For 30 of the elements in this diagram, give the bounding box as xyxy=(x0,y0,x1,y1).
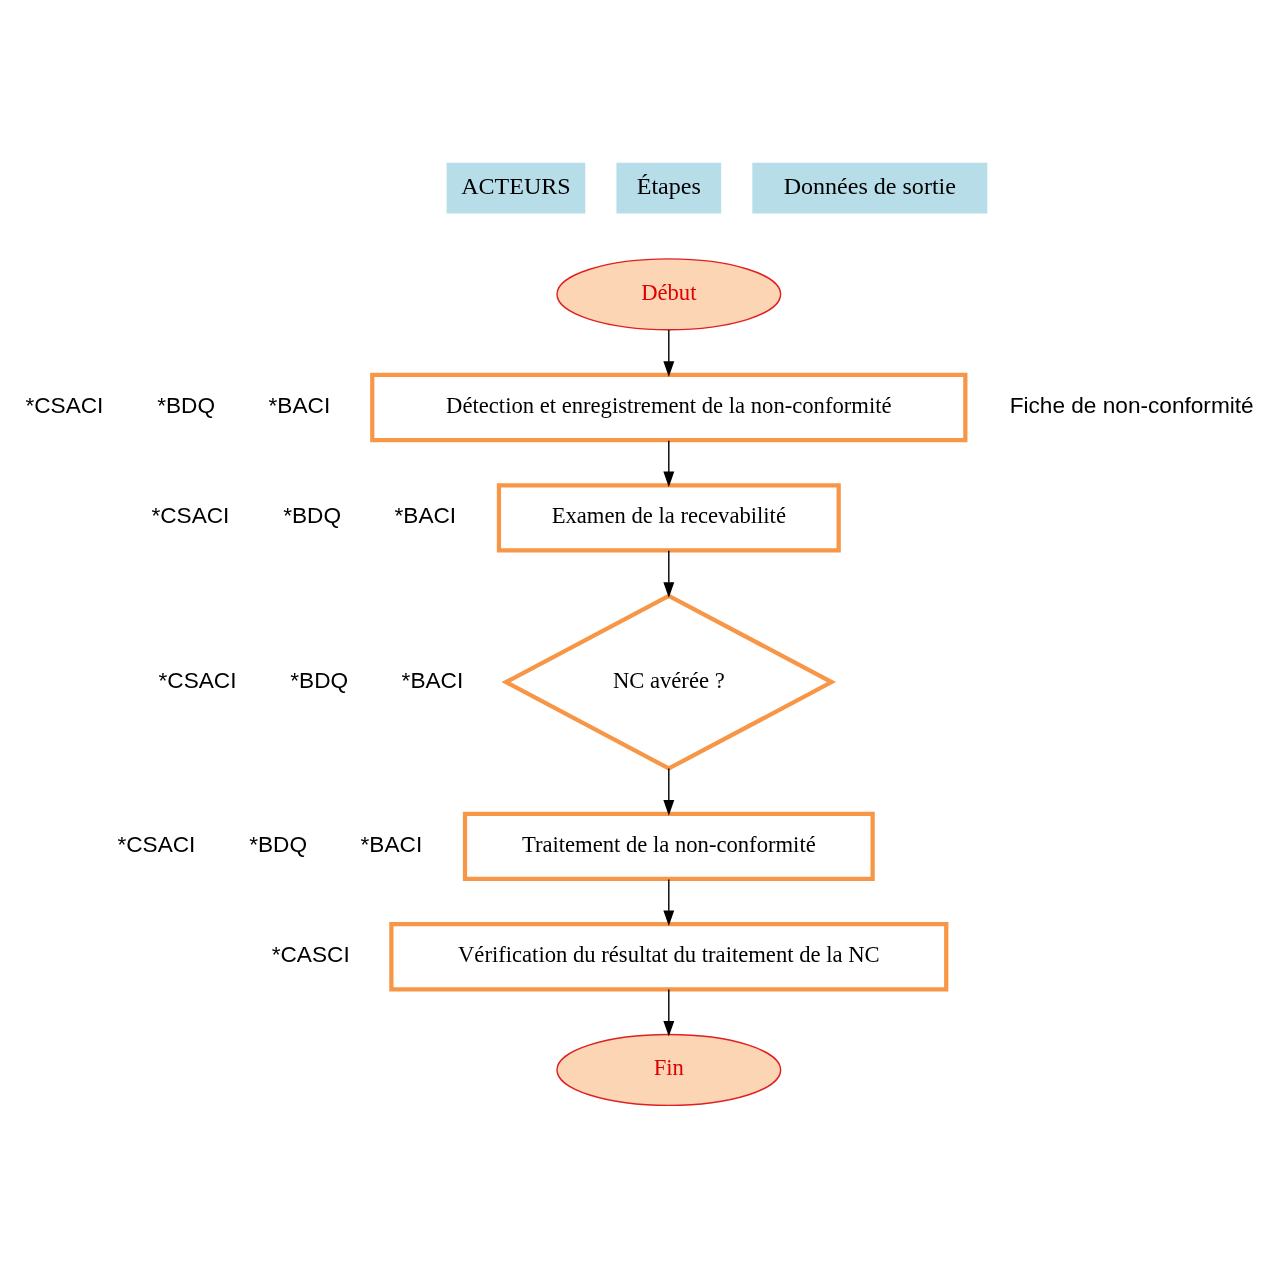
node-ellipse: Fin xyxy=(556,1033,782,1106)
label: *BDQ xyxy=(290,667,349,692)
node-diamond: NC avérée ? xyxy=(501,592,837,771)
arrow xyxy=(663,549,675,598)
label: *BACI xyxy=(394,502,457,528)
label: *BDQ xyxy=(283,502,342,528)
label: *BDQ xyxy=(249,831,308,857)
label: *CASCI xyxy=(271,941,350,967)
node-box: Détection et enregistrement de la non-conformité xyxy=(370,372,968,442)
arrow xyxy=(663,988,675,1037)
label: ACTEURS xyxy=(461,172,571,199)
node-box: Traitement de la non-conformité xyxy=(462,811,875,881)
label: Données de sortie xyxy=(783,172,956,199)
label: *BACI xyxy=(360,831,423,857)
label: Étapes xyxy=(636,172,701,199)
node-box: Vérification du résultat du traitement de la NC xyxy=(389,921,949,991)
label: *BACI xyxy=(401,667,464,692)
label: *CSACI xyxy=(151,502,230,528)
arrow xyxy=(663,767,675,816)
node-ellipse: Début xyxy=(556,257,782,330)
arrow xyxy=(663,439,675,487)
node-box: Examen de la recevabilité xyxy=(496,482,841,553)
label: Fiche de non-conformité xyxy=(1009,392,1254,418)
arrow xyxy=(663,328,675,377)
label: *BACI xyxy=(268,392,331,418)
arrow xyxy=(663,878,675,926)
label: *CSACI xyxy=(117,831,196,857)
label: *CSACI xyxy=(158,667,237,692)
label: *CSACI xyxy=(25,392,104,418)
label: *BDQ xyxy=(157,392,216,418)
